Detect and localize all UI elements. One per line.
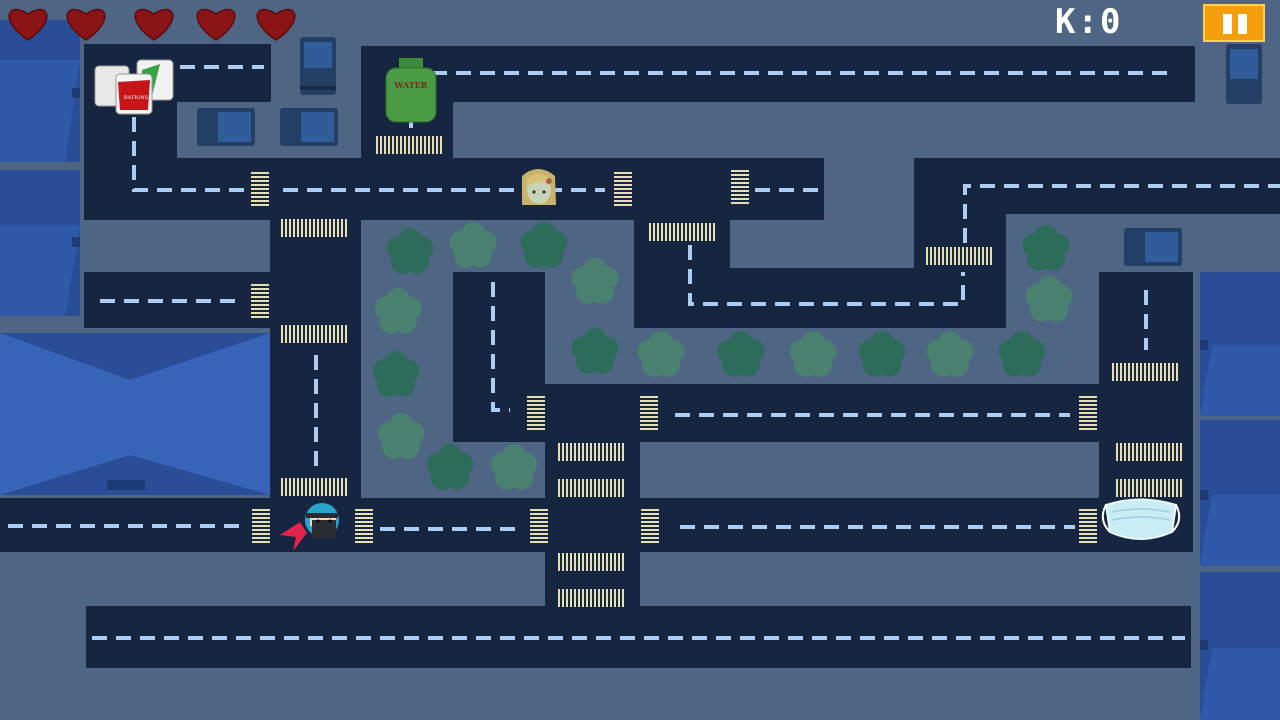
crosswalk	[1079, 396, 1097, 430]
pause-button[interactable]	[1203, 4, 1265, 42]
tree	[520, 222, 568, 268]
water-label: WATER	[394, 80, 428, 90]
crosswalk	[614, 172, 632, 206]
crosswalk	[1116, 479, 1182, 497]
house-left-top	[0, 20, 80, 162]
rations-label: RATIONS	[123, 95, 149, 101]
parked-car	[1226, 44, 1262, 104]
crosswalk	[731, 170, 749, 204]
water-container-item[interactable]	[385, 58, 437, 123]
tree	[789, 331, 837, 377]
crosswalk	[251, 284, 269, 318]
zombie-enemy	[522, 169, 556, 205]
tree	[998, 331, 1046, 377]
pause-icon-bar	[1238, 14, 1247, 34]
crosswalk	[1079, 509, 1097, 543]
tree	[926, 331, 974, 377]
crosswalk	[641, 509, 659, 543]
crosswalk	[281, 478, 347, 496]
heart-icon	[66, 8, 106, 41]
tree	[571, 258, 619, 304]
tree	[386, 228, 434, 274]
lives-display	[8, 8, 296, 41]
parked-car	[197, 108, 255, 146]
crosswalk	[281, 219, 347, 237]
crosswalk	[376, 136, 442, 154]
crosswalk	[281, 325, 347, 343]
crosswalk	[1116, 443, 1182, 461]
crosswalk	[530, 509, 548, 543]
tree	[637, 331, 685, 377]
player-character	[280, 503, 339, 551]
tree	[374, 288, 422, 334]
house-right-1	[1200, 272, 1280, 416]
tree	[717, 331, 765, 377]
tree	[571, 328, 619, 374]
crosswalks	[251, 136, 1182, 607]
crosswalk	[926, 247, 992, 265]
crosswalk	[1112, 363, 1178, 381]
crosswalk	[252, 509, 270, 543]
house-right-2	[1200, 420, 1280, 566]
crosswalk	[558, 443, 624, 461]
parked-car	[280, 108, 338, 146]
pause-icon	[1223, 14, 1232, 34]
tree	[372, 351, 420, 397]
tree	[1025, 276, 1073, 322]
tree	[1022, 225, 1070, 271]
tree	[490, 444, 538, 490]
trees	[372, 222, 1073, 490]
rations-cans-item[interactable]	[94, 59, 174, 115]
house-left-large	[0, 333, 270, 495]
crosswalk	[640, 396, 658, 430]
parked-cars	[197, 37, 1262, 266]
heart-icon	[256, 8, 296, 41]
score-counter: K:0	[1055, 2, 1123, 42]
lane-markings	[8, 65, 1280, 640]
parked-car	[1124, 228, 1182, 266]
tree	[426, 444, 474, 490]
parked-car	[300, 37, 336, 95]
crosswalk	[649, 223, 715, 241]
crosswalk	[558, 479, 624, 497]
house-right-3	[1200, 572, 1280, 720]
heart-icon	[8, 8, 48, 41]
tree	[449, 222, 497, 268]
crosswalk	[558, 553, 624, 571]
heart-icon	[196, 8, 236, 41]
crosswalk	[527, 396, 545, 430]
tree	[377, 413, 425, 459]
heart-icon	[134, 8, 174, 41]
crosswalk	[558, 589, 624, 607]
house-left-middle	[0, 170, 80, 316]
crosswalk	[355, 509, 373, 543]
tree	[858, 331, 906, 377]
crosswalk	[251, 172, 269, 206]
face-mask-item[interactable]	[1101, 498, 1181, 540]
